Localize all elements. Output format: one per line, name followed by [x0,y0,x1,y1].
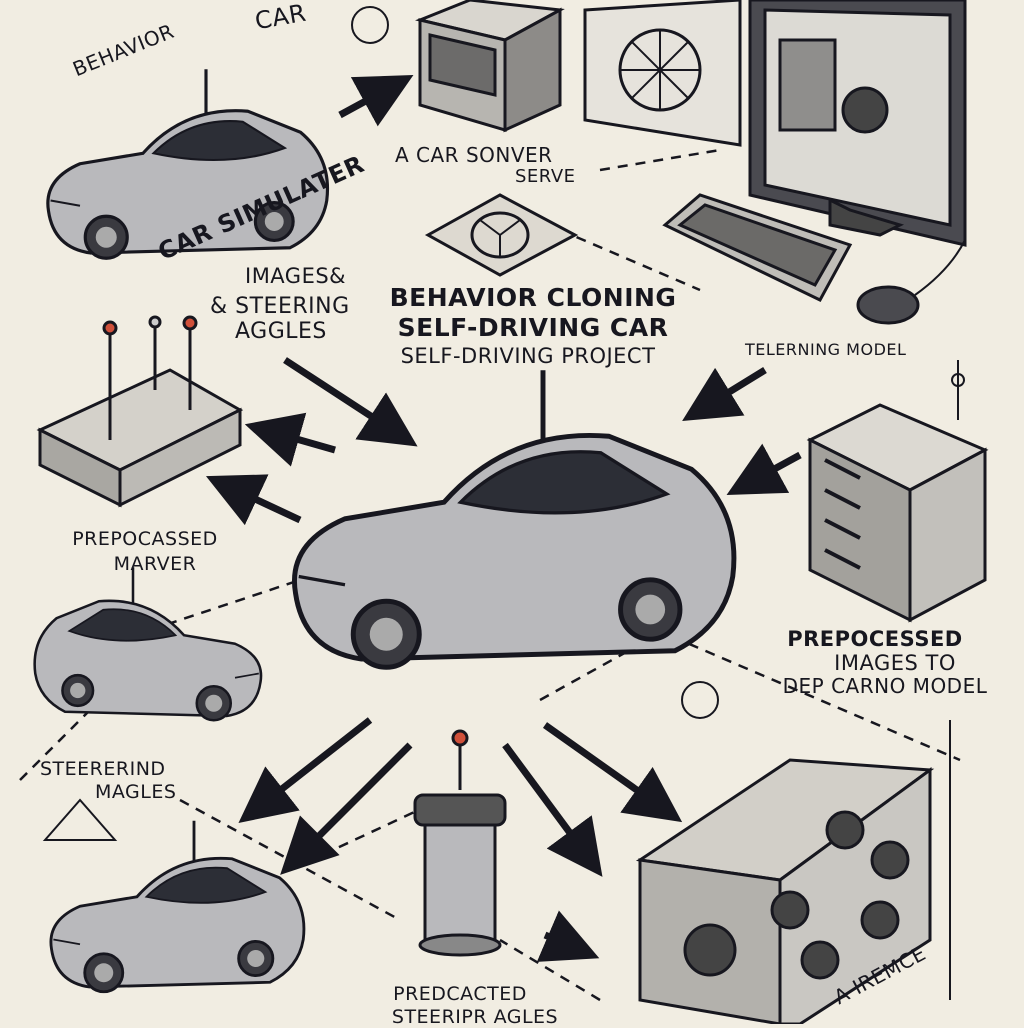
label-predcacted-2: STEERIPR AGLES [391,1006,559,1028]
server-rack-icon [806,403,989,623]
label-images-steering-2: & STEERING [210,294,350,319]
gpu-fan-box-icon [635,758,935,1024]
arrow [682,367,767,422]
label-preprocessed-2: IMAGES TO [834,651,956,675]
title-line-1: BEHAVIOR CLONING [389,283,677,312]
label-predcacted-1: PREDCACTED [393,983,527,1005]
title-line-2: SELF-DRIVING CAR [397,313,669,342]
label-telerning-model: TELERNING MODEL [745,340,907,359]
beacon-device-icon [413,729,507,957]
car-center-icon [294,370,733,667]
mouse-icon [856,239,966,325]
arrow [726,443,802,496]
arrow [502,742,603,877]
arrow [283,357,418,447]
label-car-server-2: SERVE [515,166,576,187]
label-car-server-1: A CAR SONVER [395,143,553,167]
label-prepocassed-2: MARVER [113,553,197,575]
car-left-icon [33,565,263,722]
label-images-steering-1: IMAGES& [245,264,347,288]
arrow [338,74,414,127]
arrow [542,722,683,823]
monitor-icon [748,0,967,247]
flow-arrows [205,74,802,962]
label-steerering-1: STEERERIND [40,758,166,780]
sensor-board-icon [36,315,244,508]
server-box-icon [415,0,565,133]
arrow [205,474,302,526]
title-line-3: SELF-DRIVING PROJECT [400,344,656,368]
label-preprocessed-1: PREPOCESSED [787,627,963,651]
steering-wheel-icon [424,193,579,277]
label-images-steering-3: AGGLES [235,319,327,344]
sketch-icons [42,6,965,1000]
label-steerering-2: MAGLES [95,781,177,803]
arrow [280,742,413,875]
label-prepocassed-1: PREPOCASSED [72,528,218,550]
keyboard-icon [662,193,853,302]
panel-icon [583,0,742,147]
arrow [536,910,600,962]
arrow [244,412,336,467]
label-preprocessed-3: DEP CARNO MODEL [782,674,988,698]
arrow [238,717,373,823]
